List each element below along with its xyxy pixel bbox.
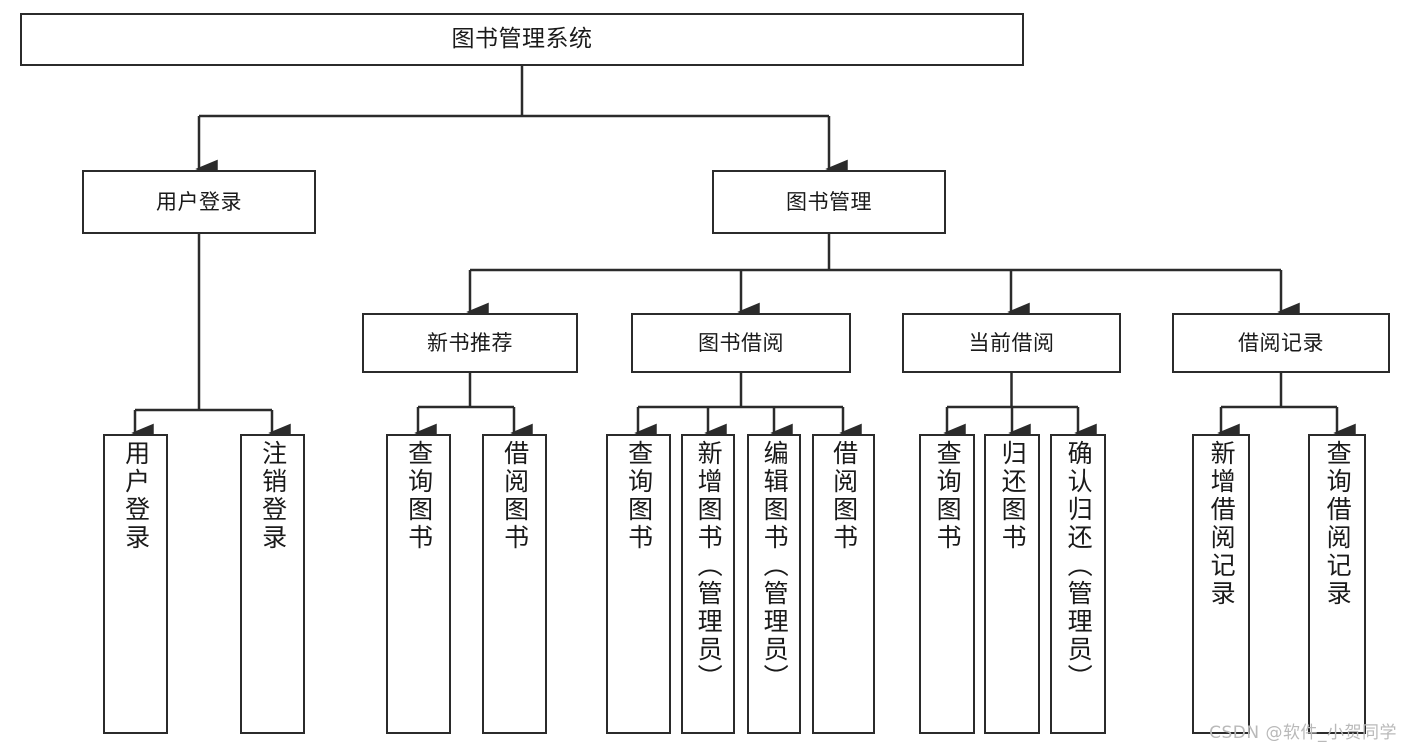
node-leaf-user-login-label: 用户登录 [121, 440, 151, 552]
node-leaf-edit-book-admin[interactable]: 编辑图书（管理员） [747, 434, 801, 734]
node-leaf-query-borrow-record-label: 查询借阅记录 [1323, 440, 1353, 608]
node-leaf-logout-label: 注销登录 [258, 440, 288, 552]
node-level3-book-borrow[interactable]: 图书借阅 [631, 313, 851, 373]
node-level2-book-management-label: 图书管理 [786, 189, 872, 214]
node-leaf-query-books-current[interactable]: 查询图书 [919, 434, 975, 734]
node-level3-borrow-record-label: 借阅记录 [1238, 330, 1324, 355]
node-leaf-return-books[interactable]: 归还图书 [984, 434, 1040, 734]
node-leaf-logout[interactable]: 注销登录 [240, 434, 305, 734]
node-leaf-edit-book-admin-label: 编辑图书（管理员） [760, 440, 790, 692]
node-leaf-return-books-label: 归还图书 [998, 440, 1028, 552]
node-leaf-add-borrow-record[interactable]: 新增借阅记录 [1192, 434, 1250, 734]
node-leaf-user-login[interactable]: 用户登录 [103, 434, 168, 734]
node-leaf-query-books-current-label: 查询图书 [933, 440, 963, 552]
node-level2-user-login-label: 用户登录 [156, 189, 242, 214]
watermark: CSDN @软件_小贺同学 [1209, 723, 1397, 743]
node-leaf-borrow-books-label: 借阅图书 [829, 440, 859, 552]
node-level2-book-management[interactable]: 图书管理 [712, 170, 946, 234]
node-leaf-borrow-books-recommend[interactable]: 借阅图书 [482, 434, 547, 734]
node-leaf-add-borrow-record-label: 新增借阅记录 [1207, 440, 1237, 608]
node-level3-current-borrow[interactable]: 当前借阅 [902, 313, 1121, 373]
node-leaf-borrow-books[interactable]: 借阅图书 [812, 434, 875, 734]
node-leaf-query-borrow-record[interactable]: 查询借阅记录 [1308, 434, 1366, 734]
node-level2-user-login[interactable]: 用户登录 [82, 170, 316, 234]
node-leaf-add-book-admin-label: 新增图书（管理员） [694, 440, 724, 692]
node-level3-book-borrow-label: 图书借阅 [698, 330, 784, 355]
node-leaf-borrow-books-recommend-label: 借阅图书 [500, 440, 530, 552]
node-level3-new-book-recommend[interactable]: 新书推荐 [362, 313, 578, 373]
node-leaf-query-books-recommend[interactable]: 查询图书 [386, 434, 451, 734]
node-level3-new-book-recommend-label: 新书推荐 [427, 330, 513, 355]
node-level3-borrow-record[interactable]: 借阅记录 [1172, 313, 1390, 373]
node-level3-current-borrow-label: 当前借阅 [968, 330, 1055, 355]
node-leaf-confirm-return-admin-label: 确认归还（管理员） [1064, 440, 1094, 692]
node-root-label: 图书管理系统 [451, 26, 593, 52]
node-leaf-confirm-return-admin[interactable]: 确认归还（管理员） [1050, 434, 1106, 734]
node-leaf-add-book-admin[interactable]: 新增图书（管理员） [681, 434, 735, 734]
node-leaf-query-books-borrow-label: 查询图书 [624, 440, 654, 552]
node-root[interactable]: 图书管理系统 [20, 13, 1024, 66]
node-leaf-query-books-borrow[interactable]: 查询图书 [606, 434, 671, 734]
node-leaf-query-books-recommend-label: 查询图书 [404, 440, 434, 552]
